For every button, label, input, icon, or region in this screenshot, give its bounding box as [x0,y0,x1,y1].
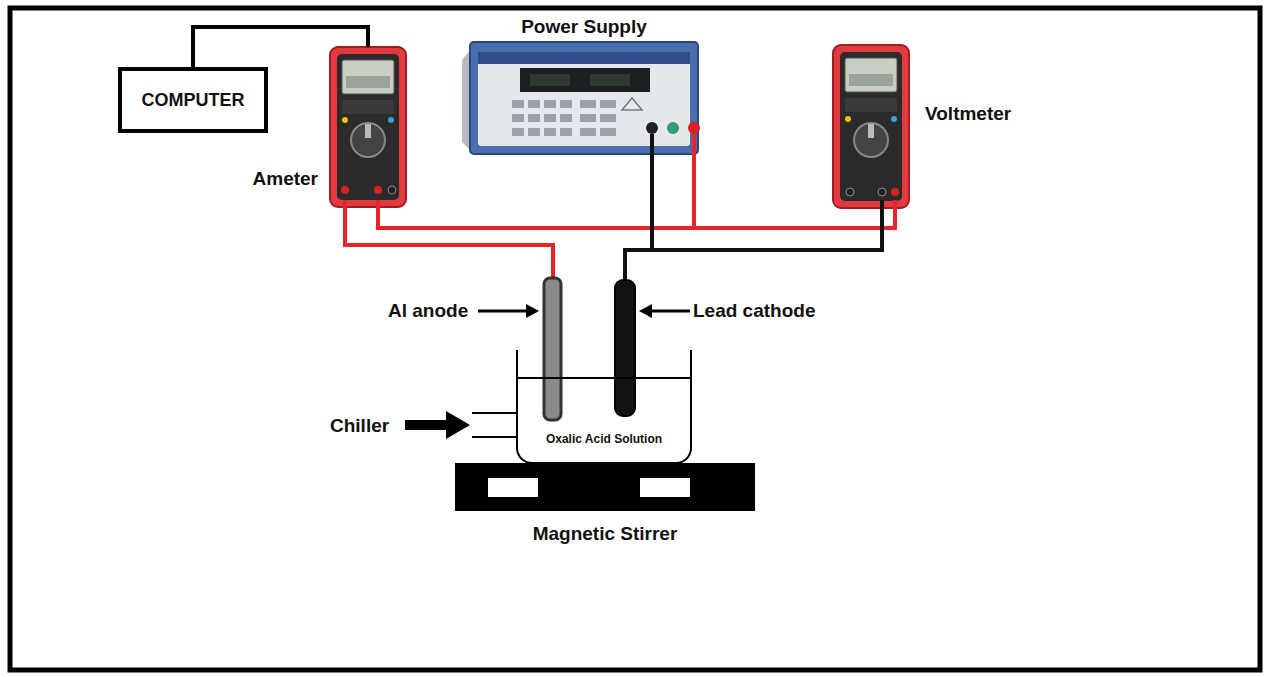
wires [345,134,895,282]
node-label: COMPUTER [142,90,245,111]
node-label: Voltmeter [925,103,1011,125]
chiller-port [472,413,516,437]
liquid-level [516,377,690,379]
frame [10,8,1260,670]
beaker: Oxalic Acid Solution [516,350,692,464]
node-label: Magnetic Stirrer [533,523,678,545]
leader-arrows [405,304,690,439]
part-label: Lead cathode [693,300,815,322]
ammeter-symbol [330,47,406,207]
voltmeter-symbol [833,45,909,208]
power-supply: Power Supply [470,40,698,158]
part-label: Al anode [388,300,468,322]
cable [193,27,368,67]
cathode-symbol [615,280,635,416]
node-label: Power Supply [521,16,647,38]
node-label: Oxalic Acid Solution [546,432,662,446]
power-supply-symbol [462,42,700,154]
node-label: Ameter [253,168,318,190]
stirrer-symbol [455,463,755,511]
part-label: Chiller [330,415,389,437]
anode-symbol [544,278,561,420]
ammeter: Ameter [330,47,406,207]
computer-box: COMPUTER [118,67,268,133]
magnetic-stirrer: Magnetic Stirrer [455,463,755,511]
voltmeter: Voltmeter [833,45,909,208]
